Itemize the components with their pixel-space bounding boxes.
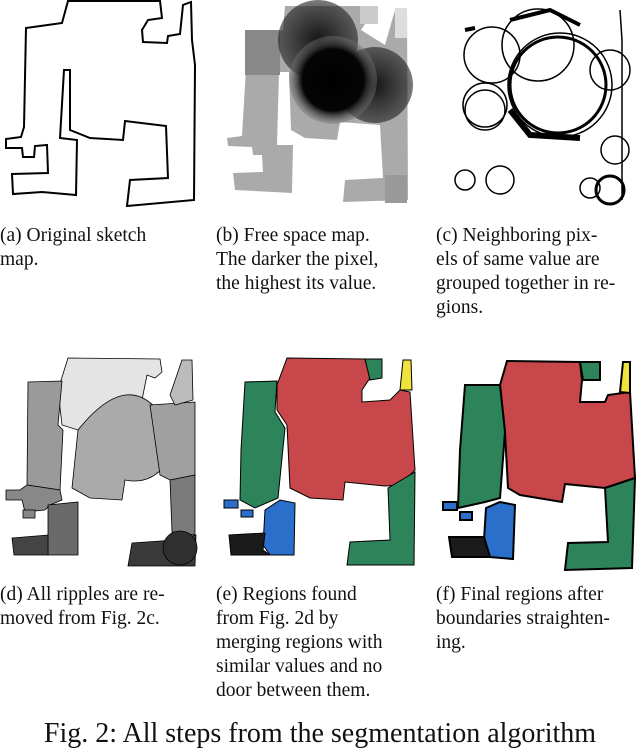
caption-line: from Fig. 2d by [216,608,339,629]
subfigure-d-image [0,350,215,575]
caption-line: moved from Fig. 2c. [0,608,160,629]
subfigure-e-caption: (e) Regions found from Fig. 2d by mergin… [216,583,424,703]
caption-line: (f) Final regions after [436,584,604,605]
caption-line: door between them. [216,680,371,701]
subfigure-e-image [215,350,430,575]
figure-caption: Fig. 2: All steps from the segmentation … [43,718,597,749]
subfigure-a-caption: (a) Original sketch map. [0,224,208,272]
caption-line: (c) Neighboring pix- [436,225,598,246]
caption-line: els of same value are [436,249,600,270]
subfigure-b-caption: (b) Free space map. The darker the pixel… [216,224,424,296]
caption-line: boundaries straighten- [436,608,610,629]
subfigure-b-image [215,0,430,210]
subfigure-f-caption: (f) Final regions after boundaries strai… [436,583,640,655]
caption-line: similar values and no [216,656,383,677]
caption-line: grouped together in re- [436,273,616,294]
caption-line: The darker the pixel, [216,249,379,270]
caption-line: gions. [436,297,484,318]
caption-line: merging regions with [216,632,383,653]
subfigure-a-image [0,0,215,210]
caption-line: (b) Free space map. [216,225,370,246]
subfigure-d-caption: (d) All ripples are re- moved from Fig. … [0,583,208,631]
subfigure-f-image [430,350,640,575]
caption-line: map. [0,249,39,270]
caption-line: the highest its value. [216,273,377,294]
caption-line: (e) Regions found [216,584,357,605]
subfigure-c-caption: (c) Neighboring pix- els of same value a… [436,224,640,320]
caption-line: (d) All ripples are re- [0,584,165,605]
subfigure-c-image [430,0,640,210]
caption-line: ing. [436,632,466,653]
caption-line: (a) Original sketch [0,225,147,246]
